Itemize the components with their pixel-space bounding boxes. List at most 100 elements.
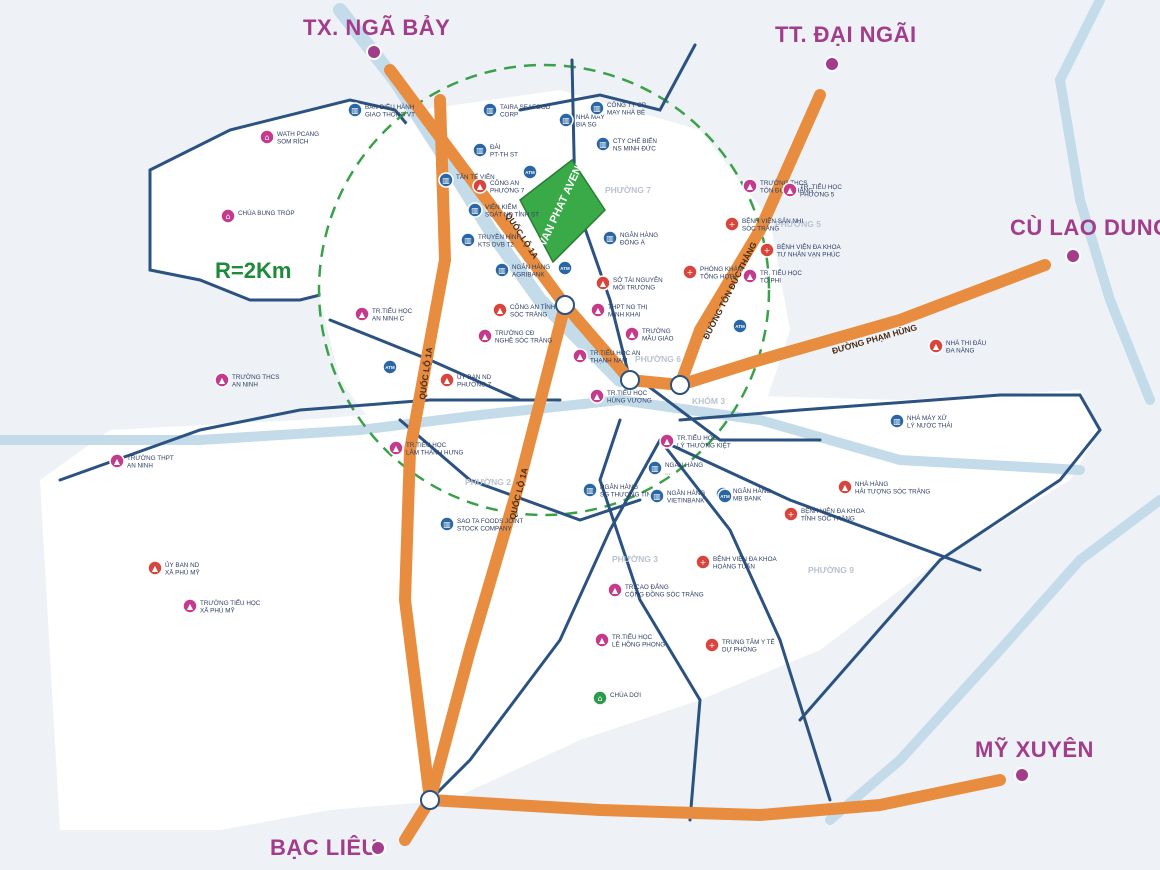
poi-label: TR.TIỂU HỌC: [612, 632, 653, 641]
poi-label: BỆNH VIỆN SẢN NHI: [742, 216, 803, 225]
atm-marker[interactable]: ATM: [717, 488, 733, 504]
poi-glyph-icon: ▥: [599, 140, 607, 149]
poi-label: THPT NG THỊ: [608, 304, 648, 311]
poi-school-icon: [589, 388, 605, 404]
city-cu-lao-dung-label: CÙ LAO DUNG: [1010, 215, 1160, 240]
poi-label: NGÂN HÀNG: [600, 482, 638, 491]
poi-bank-icon: [347, 102, 363, 118]
poi-label: AN NINH: [232, 382, 258, 389]
poi-ngan-hang-p3[interactable]: ▥NGÂN HÀNG...: [647, 460, 703, 477]
road-east-diag: [658, 438, 982, 572]
poi-school-icon: [659, 433, 675, 449]
poi-label: NHÀ MÁY: [576, 112, 605, 121]
poi-hospital-icon: [783, 506, 799, 522]
poi-label: CORP: [500, 112, 518, 119]
road-pham-hung: [624, 259, 1051, 391]
atm-marker[interactable]: ATM: [522, 164, 538, 180]
poi-label: ĐA NĂNG: [946, 346, 974, 355]
poi-label: ĐÔNG Á: [620, 238, 646, 247]
poi-gov-icon: [837, 479, 853, 495]
poi-glyph-icon: ▲: [577, 352, 584, 361]
ward-phuong-2: PHƯỜNG 2: [465, 476, 511, 487]
atm-marker[interactable]: ATM: [732, 318, 748, 334]
poi-label: TRƯỜNG TIỂU HỌC: [200, 598, 261, 607]
poi-label: CHÙA BUNG TRÓP: [238, 208, 295, 217]
city-nga-bay-marker: [366, 44, 382, 60]
poi-label: SÓC TRĂNG: [510, 310, 547, 319]
poi-glyph-icon: ▥: [351, 106, 359, 115]
poi-gov-icon: [492, 302, 508, 318]
poi-label: HẢI TƯỢNG SÓC TRĂNG: [855, 487, 930, 496]
poi-glyph-icon: ▲: [600, 279, 607, 288]
poi-chua-doi[interactable]: ⌂CHÙA DƠI: [592, 690, 641, 706]
poi-label: MB BANK: [733, 496, 762, 503]
atm-label: ATM: [720, 494, 730, 499]
ward-phuong-3: PHƯỜNG 3: [612, 553, 658, 564]
atm-marker[interactable]: ATM: [382, 359, 398, 375]
poi-label: XÃ PHÚ MỸ: [165, 568, 200, 577]
atm-marker[interactable]: ATM: [557, 260, 573, 276]
poi-label: TÂN TẾ VIÊN: [456, 171, 495, 181]
radius-label: R=2Km: [215, 258, 291, 283]
road-north-1: [570, 58, 632, 382]
poi-label: TỈNH SÓC TRĂNG: [801, 514, 855, 523]
road-ring-west: [58, 398, 562, 482]
poi-bank-icon: [460, 232, 476, 248]
poi-label: PHƯỜNG 7: [490, 186, 525, 195]
road-southeast: [658, 438, 832, 802]
poi-label: TR.TIỂU HỌC: [607, 388, 648, 397]
poi-tan-te-vien[interactable]: ▥TÂN TẾ VIÊN: [438, 171, 495, 188]
poi-hospital-icon: [682, 264, 698, 280]
poi-label: TRUNG TÂM Y TẾ: [722, 636, 775, 646]
poi-label: BAN ĐIỀU HÀNH: [365, 101, 415, 111]
poi-school-icon: [590, 302, 606, 318]
city-cu-lao-dung-marker: [1065, 248, 1081, 264]
poi-chua-bung-trop[interactable]: ⌂CHÙA BUNG TRÓP: [220, 208, 295, 224]
poi-label: AN NINH: [127, 463, 153, 470]
poi-label: ỦY BAN ND: [165, 560, 200, 569]
